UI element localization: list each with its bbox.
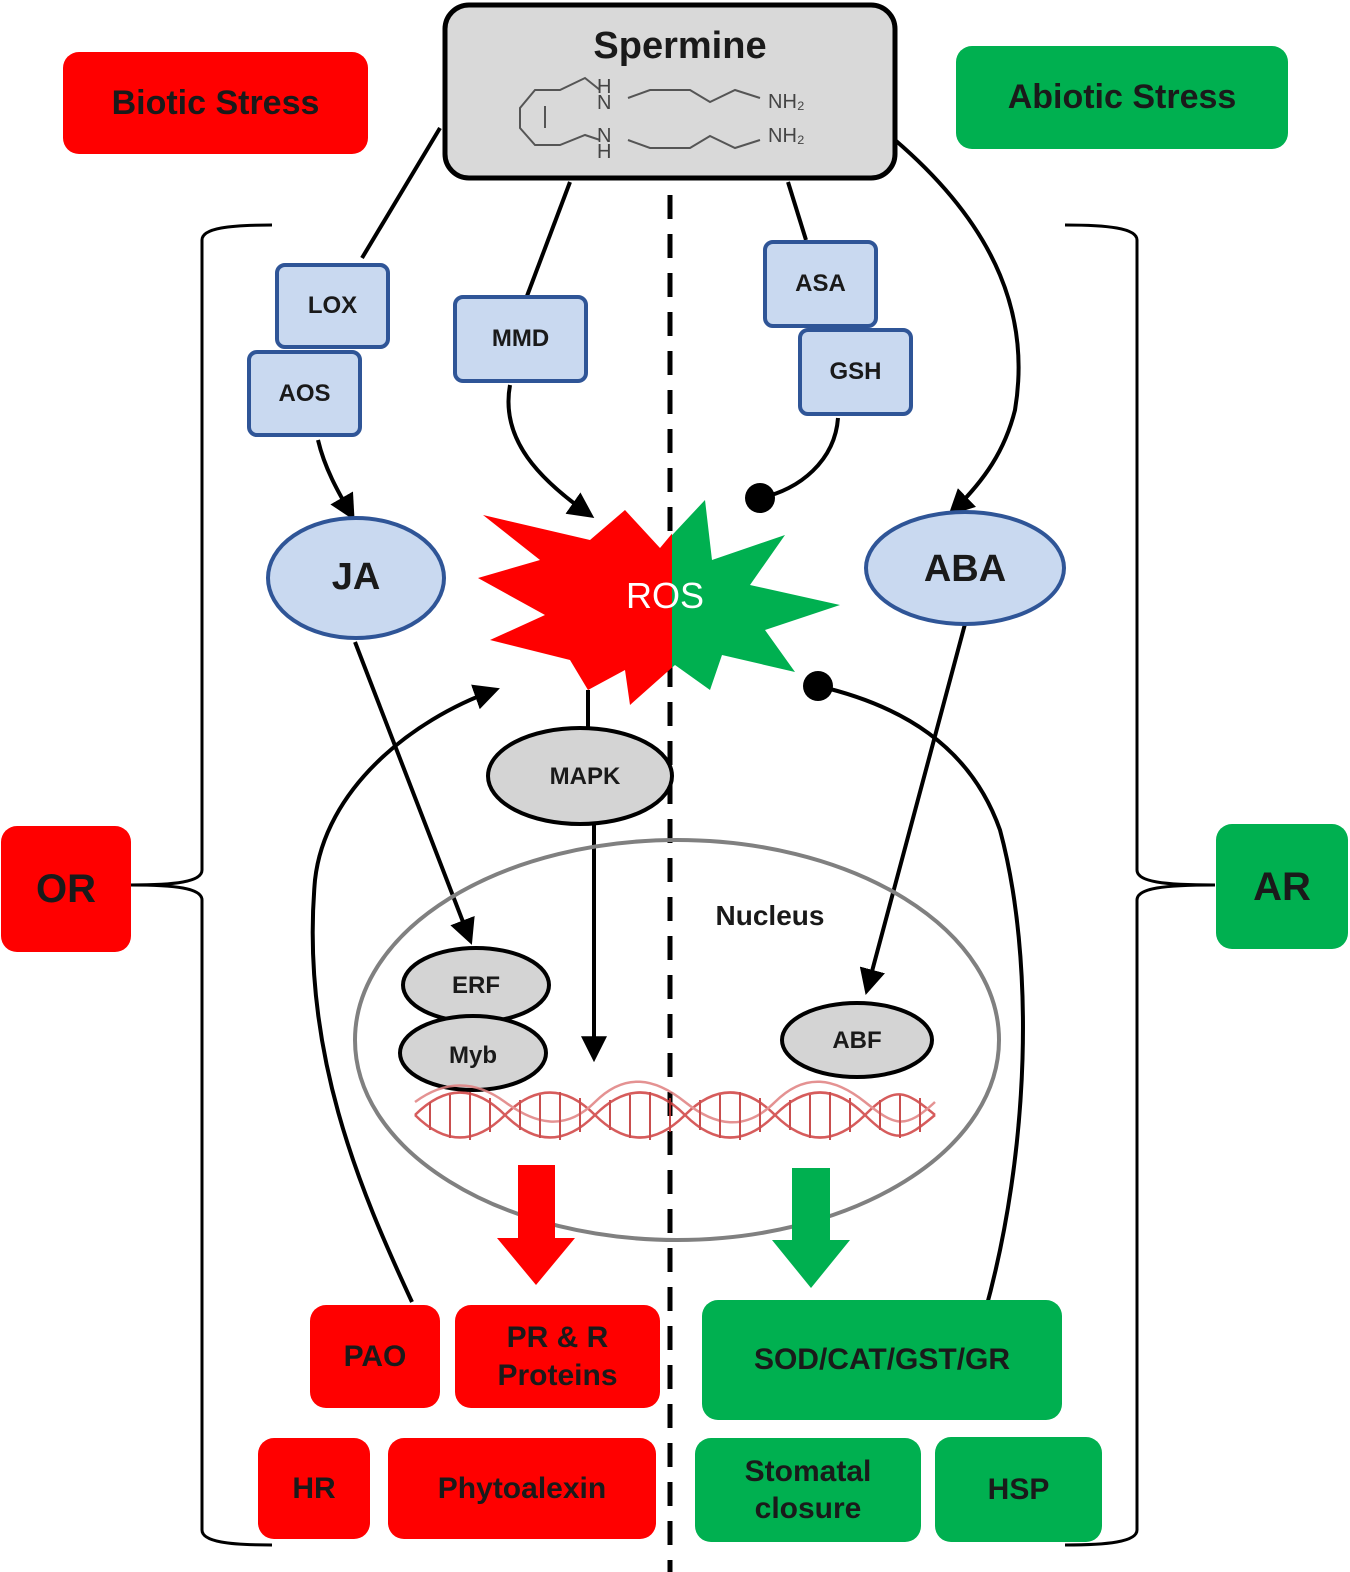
chem-n-top: N	[597, 92, 612, 114]
chem-nh2-bottom: NH₂	[768, 125, 805, 147]
ros-label: ROS	[625, 574, 704, 616]
hr-box: HR	[258, 1438, 370, 1539]
mapk-label: MAPK	[549, 763, 621, 790]
nucleus-label: Nucleus	[715, 899, 825, 931]
nucleus-ellipse	[353, 838, 1001, 1242]
biotic-output-arrow	[497, 1165, 575, 1285]
abiotic-output-arrow	[772, 1168, 850, 1288]
chem-h-bottom: H	[597, 141, 612, 163]
antioxidants-box: SOD/CAT/GST/GR	[702, 1300, 1062, 1420]
aba-to-abf-arrow	[859, 623, 967, 996]
pr-r-proteins-box: PR & R Proteins	[455, 1305, 660, 1408]
lox-box: LOX	[275, 263, 390, 349]
ar-box: AR	[1216, 824, 1348, 949]
mmd-box: MMD	[453, 295, 588, 383]
erf-label: ERF	[452, 972, 500, 999]
antioxidants-inhibit-ros-line	[817, 684, 1025, 1313]
gsh-box: GSH	[798, 328, 913, 416]
abf-ellipse	[780, 1001, 934, 1079]
antioxidant-inhibition-dot	[803, 671, 833, 701]
aba-ellipse	[864, 510, 1066, 626]
spermine-to-mmd-line	[525, 181, 572, 297]
ja-label: JA	[331, 556, 381, 599]
spermine-to-lox-line	[360, 126, 442, 260]
pao-box: PAO	[310, 1305, 440, 1408]
spermine-structure	[519, 76, 761, 150]
abf-label: ABF	[832, 1027, 882, 1054]
mapk-ellipse	[486, 726, 674, 826]
chem-h-top: H	[597, 76, 612, 98]
biotic-stress-box: Biotic Stress	[63, 52, 368, 154]
spermine-to-asa-line	[786, 181, 808, 241]
chem-n-bottom: N	[597, 125, 612, 147]
spermine-to-aba-arrow	[893, 138, 1021, 516]
phytoalexin-box: Phytoalexin	[388, 1438, 656, 1539]
ja-to-erf-arrow	[353, 641, 475, 945]
ros-burst-red	[478, 510, 672, 705]
stomatal-closure-box: Stomatal closure	[695, 1438, 921, 1542]
gsh-inhibits-ros-line	[759, 417, 840, 500]
ja-ellipse	[266, 516, 446, 640]
aos-box: AOS	[247, 350, 362, 437]
myb-label: Myb	[449, 1042, 497, 1069]
aba-label: ABA	[923, 548, 1007, 591]
gsh-inhibition-dot	[745, 483, 775, 513]
pr-r-line2: Proteins	[497, 1358, 618, 1392]
stomatal-line2: closure	[754, 1492, 862, 1525]
stomatal-line1: Stomatal	[744, 1454, 872, 1488]
myb-ellipse	[398, 1014, 548, 1092]
right-bracket	[1064, 223, 1216, 1547]
mmd-to-ros-arrow	[506, 384, 595, 518]
or-box: OR	[1, 826, 131, 952]
spermine-title: Spermine	[593, 25, 767, 68]
ros-burst-green	[672, 500, 840, 690]
chem-nh2-top: NH₂	[768, 91, 805, 113]
asa-box: ASA	[763, 240, 878, 328]
pao-to-ros-arrow	[310, 684, 500, 1303]
dna-helix	[414, 1080, 936, 1140]
hsp-box: HSP	[935, 1437, 1102, 1542]
pr-r-line1: PR & R	[506, 1321, 609, 1354]
abiotic-stress-box: Abiotic Stress	[956, 46, 1288, 149]
spermine-box	[442, 2, 898, 181]
aos-to-ja-arrow	[316, 439, 355, 521]
